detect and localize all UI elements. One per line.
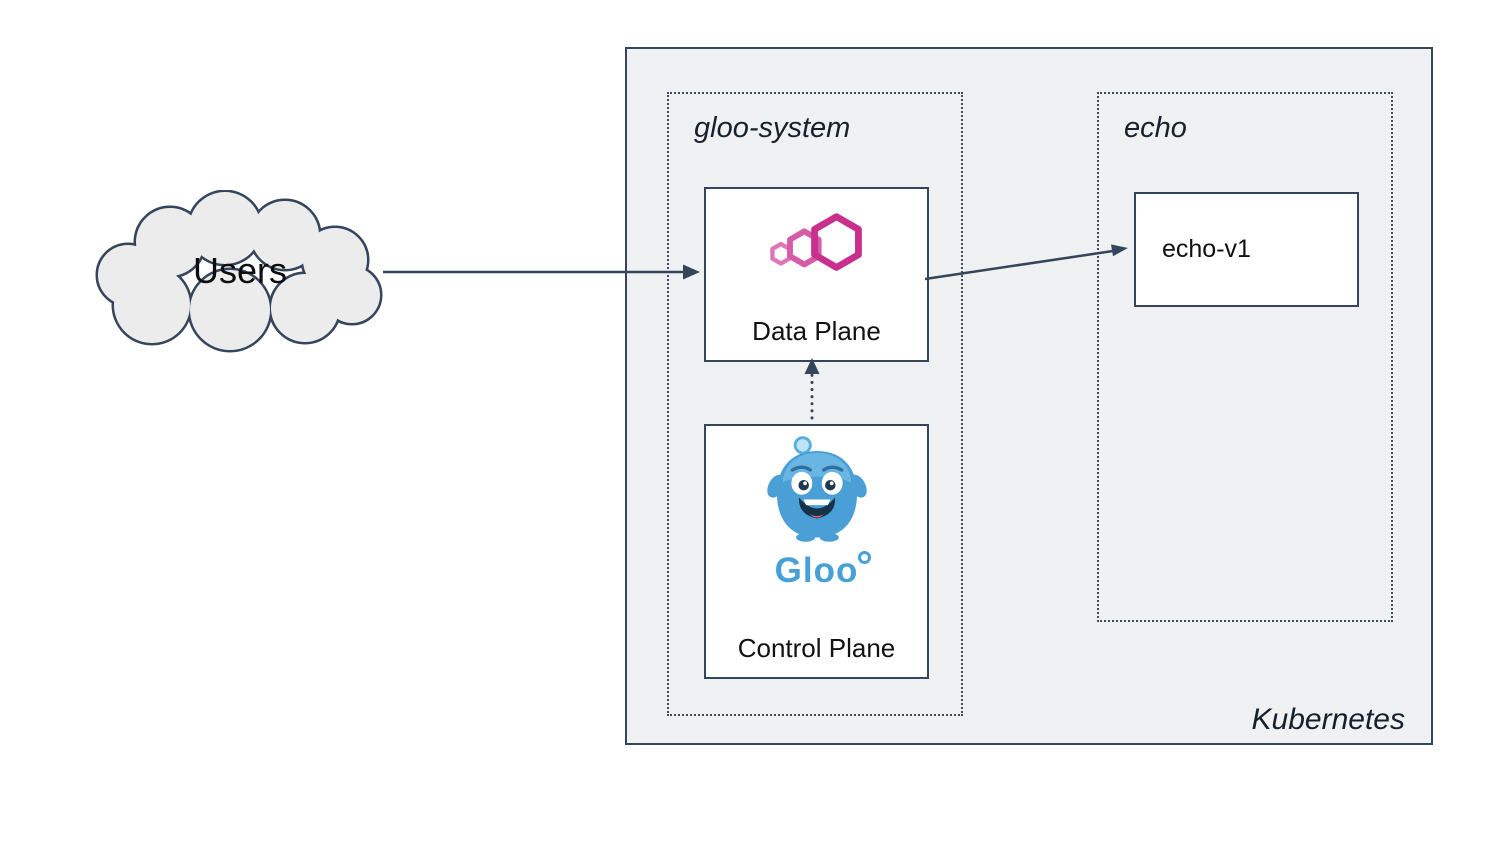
node-data-plane: Data Plane	[704, 187, 929, 362]
gloo-mascot-icon	[759, 432, 875, 551]
gloo-proxy-hexagons-icon	[758, 205, 876, 288]
namespace-echo-label: echo	[1124, 112, 1187, 144]
kubernetes-cluster-box: gloo-system Data Plane	[625, 47, 1433, 745]
namespace-gloo-system-label: gloo-system	[694, 112, 851, 144]
data-plane-label: Data Plane	[752, 316, 881, 346]
users-cloud-icon	[95, 190, 383, 353]
gloo-wordmark-ring-icon	[858, 551, 872, 564]
gloo-wordmark: Gloo	[774, 551, 872, 590]
gloo-wordmark-text: Gloo	[774, 551, 859, 590]
namespace-echo: echo echo-v1	[1097, 92, 1393, 622]
control-plane-label: Control Plane	[737, 633, 896, 663]
users-label: Users	[192, 250, 287, 291]
node-control-plane: Gloo Control Plane	[704, 424, 929, 679]
node-echo-v1: echo-v1	[1134, 192, 1359, 307]
echo-v1-label: echo-v1	[1162, 235, 1251, 263]
kubernetes-label: Kubernetes	[1251, 703, 1405, 736]
namespace-gloo-system: gloo-system Data Plane	[667, 92, 963, 716]
